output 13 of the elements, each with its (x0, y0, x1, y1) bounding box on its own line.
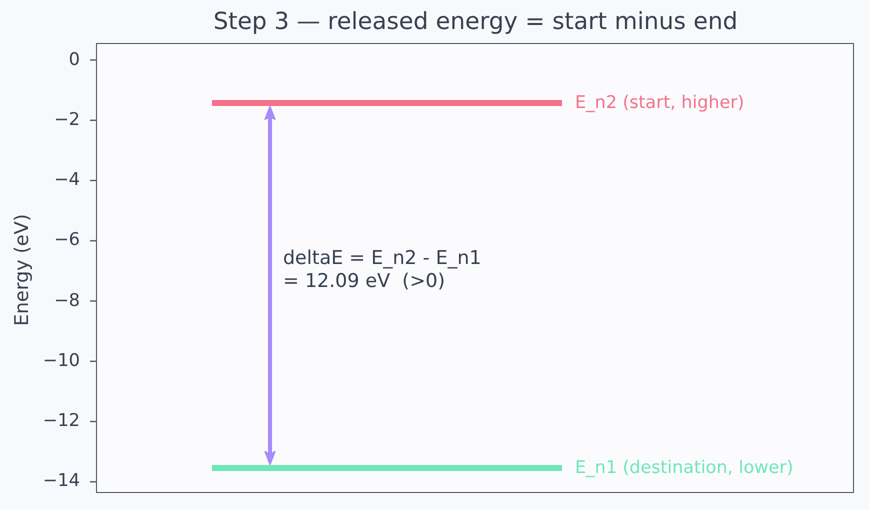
tick-label: −10 (42, 350, 80, 373)
tick-label: −2 (54, 108, 80, 132)
tick-label: −6 (54, 229, 80, 252)
level-label: E_n1 (destination, lower) (575, 457, 794, 479)
chart-title: Step 3 — released energy = start minus end (212, 6, 739, 36)
level-label: E_n2 (start, higher) (575, 92, 744, 114)
tick-label: 0 (68, 48, 80, 72)
tick-label: −12 (42, 410, 80, 433)
tick-label: −14 (42, 470, 80, 494)
double-arrow (264, 106, 276, 466)
tick-label: −8 (54, 290, 80, 312)
axis-title: Energy (eV) (11, 214, 33, 326)
tick-label: −4 (54, 169, 80, 192)
